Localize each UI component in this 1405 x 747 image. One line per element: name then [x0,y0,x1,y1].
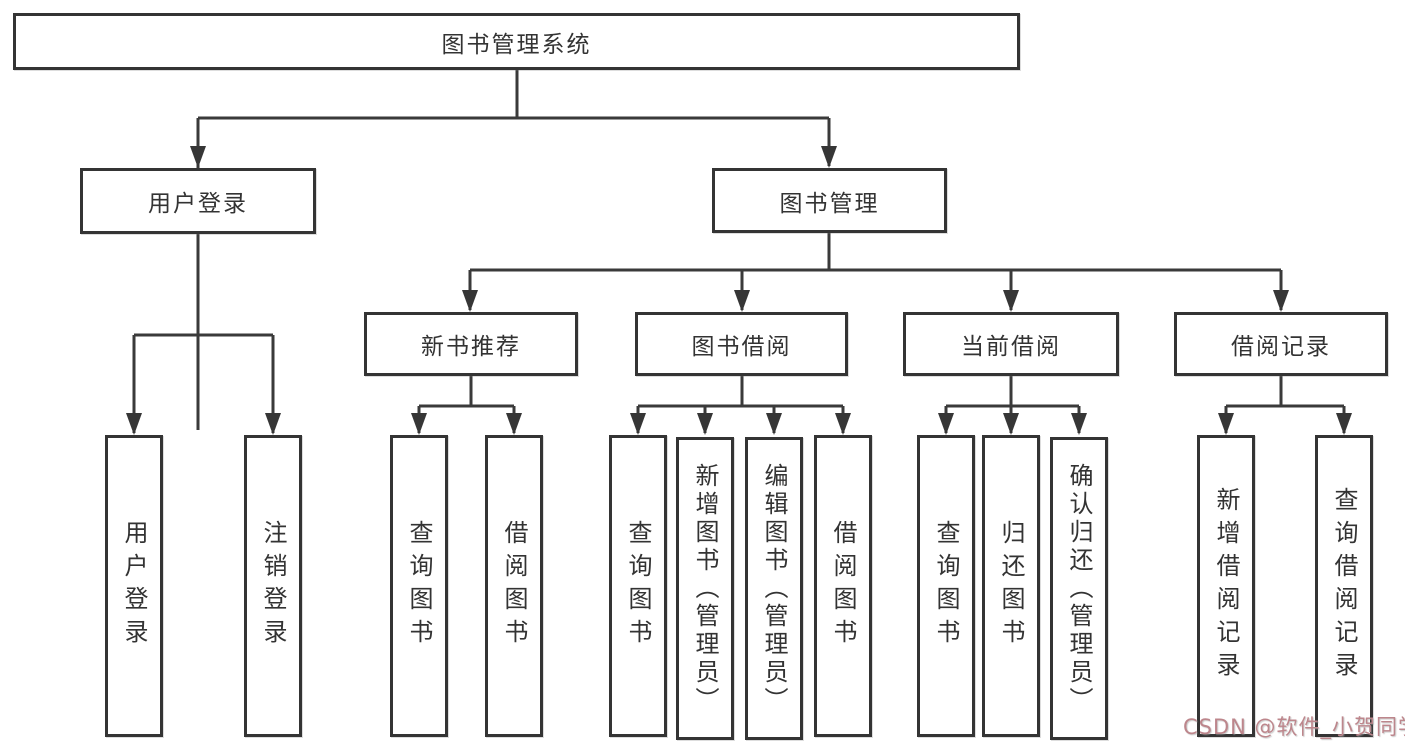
node-user-login: 用户登录 [80,168,316,234]
node-label: 编辑图书（管理员） [760,462,788,715]
leaf-borrow-books: 借阅图书 [814,435,872,737]
connector-current-borrow-subtree [938,376,1087,435]
node-label: 借阅图书 [829,520,857,652]
node-label: 新书推荐 [421,334,521,360]
node-library-system: 图书管理系统 [13,13,1020,70]
connector-book-mgmt-to-level3 [462,233,1289,312]
leaf-query-borrow-record: 查询借阅记录 [1315,435,1373,737]
connector-new-book-subtree [411,376,522,435]
node-book-management: 图书管理 [712,168,947,233]
node-borrow-records: 借阅记录 [1174,312,1388,376]
node-label: 新增借阅记录 [1212,487,1240,685]
node-label: 图书管理 [779,190,880,217]
leaf-logout: 注销登录 [244,435,302,737]
node-label: 图书管理系统 [441,31,592,58]
leaf-query-books-borrow: 查询图书 [609,435,667,737]
node-label: 查询图书 [624,520,652,652]
node-label: 借阅图书 [500,520,528,652]
leaf-borrow-books-recommend: 借阅图书 [485,435,543,737]
leaf-query-books-recommend: 查询图书 [390,435,448,737]
node-new-book-recommend: 新书推荐 [364,312,578,376]
node-label: 注销登录 [259,520,287,652]
node-label: 用户登录 [148,191,248,217]
node-label: 查询图书 [405,520,433,652]
node-label: 确认归还（管理员） [1065,462,1093,715]
connector-borrow-records-subtree [1218,376,1352,435]
leaf-add-book-admin: 新增图书（管理员） [676,437,734,740]
node-label: 归还图书 [997,520,1025,652]
node-label: 当前借阅 [961,334,1061,360]
node-current-borrow: 当前借阅 [903,312,1119,376]
node-label: 借阅记录 [1231,334,1331,360]
csdn-watermark: CSDN @软件_小贺同学 [1183,715,1405,739]
node-label: 图书借阅 [691,334,792,360]
node-book-borrow: 图书借阅 [635,312,848,376]
node-label: 用户登录 [120,520,148,652]
leaf-edit-book-admin: 编辑图书（管理员） [745,437,803,740]
leaf-confirm-return-admin: 确认归还（管理员） [1050,437,1108,740]
connector-user-login-subtree [126,234,281,435]
node-label: 新增图书（管理员） [691,462,719,715]
leaf-return-books: 归还图书 [982,435,1040,737]
leaf-user-login: 用户登录 [105,435,163,737]
node-label: 查询图书 [932,520,960,652]
node-label: 查询借阅记录 [1330,487,1358,685]
connector-book-borrow-subtree [630,376,851,435]
leaf-query-books-current: 查询图书 [917,435,975,737]
leaf-add-borrow-record: 新增借阅记录 [1197,435,1255,737]
connector-root-to-level2 [190,70,837,430]
